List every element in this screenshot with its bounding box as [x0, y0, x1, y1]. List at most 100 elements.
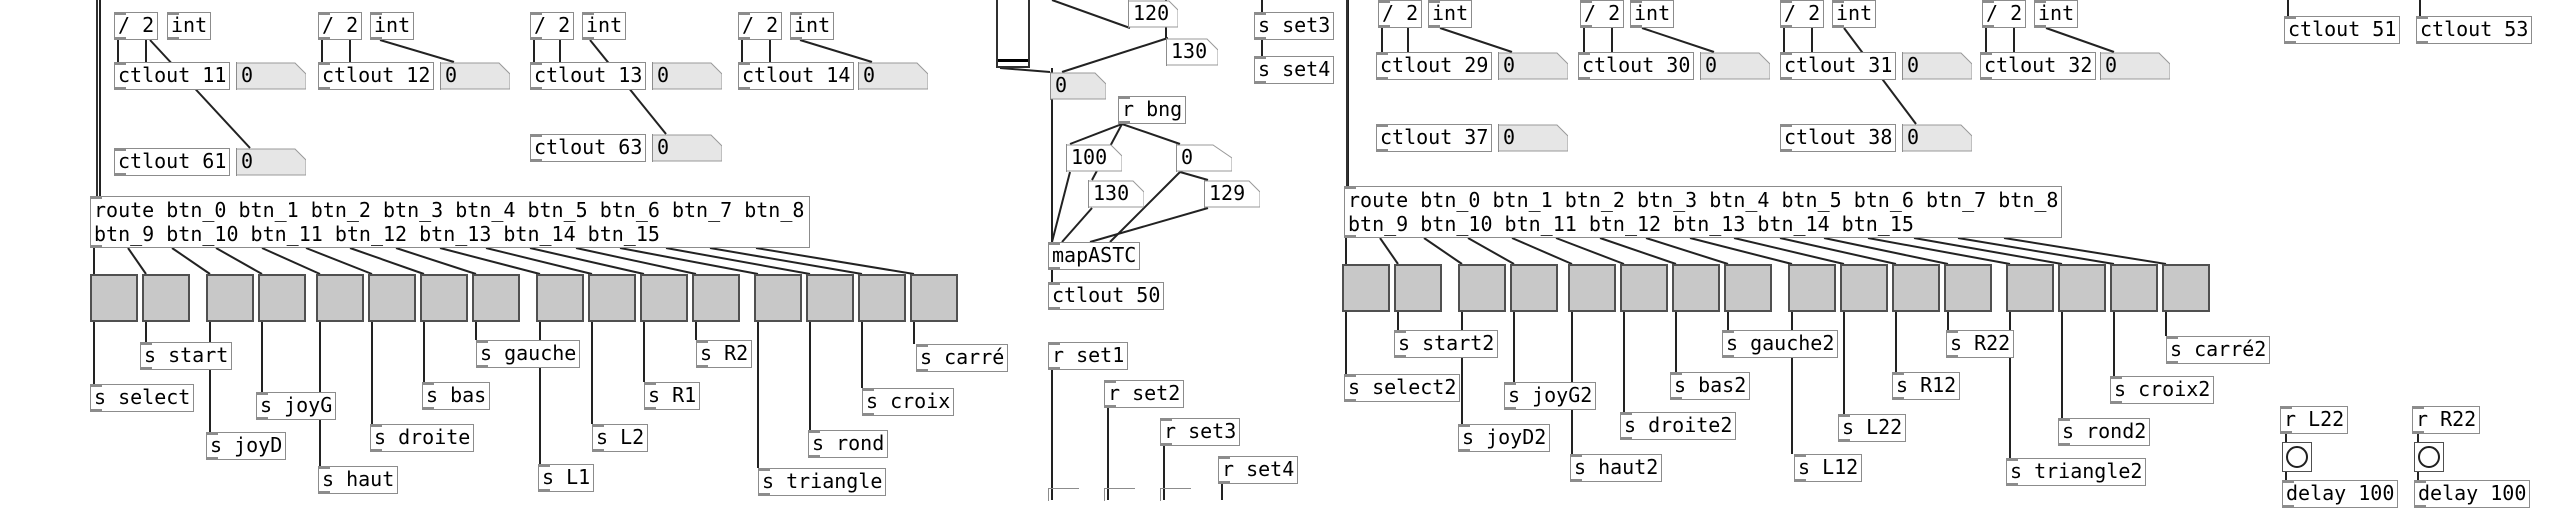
number-atom[interactable]: 0	[1050, 72, 1106, 100]
bang-button[interactable]	[316, 274, 364, 322]
bang-button[interactable]	[2058, 264, 2106, 312]
int-object[interactable]: int	[1428, 0, 1473, 28]
bang-button[interactable]	[1672, 264, 1720, 312]
number-atom[interactable]: 0	[858, 62, 928, 90]
send-object[interactable]: s R22	[1946, 330, 2015, 358]
receive-object[interactable]: r set4	[1218, 456, 1299, 484]
int-object[interactable]: int	[2034, 0, 2079, 28]
send-object[interactable]: s croix2	[2110, 376, 2215, 404]
delay-object[interactable]: delay 100	[2414, 480, 2531, 508]
number-atom[interactable]: 0	[1498, 124, 1568, 152]
number-atom[interactable]: 130	[1166, 38, 1218, 66]
send-object[interactable]: s R1	[644, 382, 701, 410]
number-atom[interactable]	[1104, 488, 1135, 501]
send-object[interactable]: s L22	[1838, 414, 1907, 442]
ctlout-object[interactable]: ctlout 63	[530, 134, 647, 162]
number-atom[interactable]: 130	[1088, 180, 1144, 208]
send-object[interactable]: s rond	[808, 430, 889, 458]
int-object[interactable]: int	[370, 12, 415, 40]
mapastc-object[interactable]: mapASTC	[1048, 242, 1141, 270]
bang-button[interactable]	[90, 274, 138, 322]
send-object[interactable]: s L2	[592, 424, 649, 452]
send-object[interactable]: s rond2	[2058, 418, 2151, 446]
receive-object[interactable]: r set2	[1104, 380, 1185, 408]
ctlout-object[interactable]: ctlout 50	[1048, 282, 1165, 310]
bang-button[interactable]	[1840, 264, 1888, 312]
int-object[interactable]: int	[167, 12, 212, 40]
send-object[interactable]: s droite2	[1620, 412, 1737, 440]
number-atom[interactable]: 0	[2100, 52, 2170, 80]
bang-button[interactable]	[588, 274, 636, 322]
number-atom[interactable]: 129	[1204, 180, 1260, 208]
right-slider[interactable]	[1346, 0, 1356, 192]
divide-object[interactable]: / 2	[114, 12, 159, 40]
number-atom[interactable]: 120	[1128, 0, 1178, 28]
bang-button[interactable]	[1510, 264, 1558, 312]
bang-button[interactable]	[910, 274, 958, 322]
bang-button[interactable]	[2162, 264, 2210, 312]
bang-button[interactable]	[2110, 264, 2158, 312]
send-object[interactable]: s R2	[696, 340, 753, 368]
bang-button[interactable]	[536, 274, 584, 322]
send-object[interactable]: s bas	[422, 382, 491, 410]
ctlout-object[interactable]: ctlout 53	[2416, 16, 2533, 44]
number-atom[interactable]: 0	[652, 134, 722, 162]
number-atom[interactable]: 0	[236, 148, 306, 176]
send-object[interactable]: s select2	[1344, 374, 1461, 402]
number-atom[interactable]	[1048, 488, 1079, 501]
divide-object[interactable]: / 2	[530, 12, 575, 40]
bang-button[interactable]	[692, 274, 740, 322]
divide-object[interactable]: / 2	[1780, 0, 1825, 28]
divide-object[interactable]: / 2	[1378, 0, 1423, 28]
send-object[interactable]: s joyG2	[1504, 382, 1597, 410]
bang-button[interactable]	[206, 274, 254, 322]
receive-object[interactable]: r set1	[1048, 342, 1129, 370]
send-object[interactable]: s set3	[1254, 12, 1335, 40]
send-object[interactable]: s bas2	[1670, 372, 1751, 400]
divide-object[interactable]: / 2	[738, 12, 783, 40]
send-object[interactable]: s start2	[1394, 330, 1499, 358]
send-object[interactable]: s select	[90, 384, 195, 412]
send-object[interactable]: s triangle	[758, 468, 887, 496]
ctlout-object[interactable]: ctlout 38	[1780, 124, 1897, 152]
send-object[interactable]: s joyD	[206, 432, 287, 460]
left-slider[interactable]	[96, 0, 106, 196]
bang-button[interactable]	[368, 274, 416, 322]
bang-button[interactable]	[420, 274, 468, 322]
receive-object[interactable]: r set3	[1160, 418, 1241, 446]
send-object[interactable]: s joyD2	[1458, 424, 1551, 452]
send-object[interactable]: s carré2	[2166, 336, 2271, 364]
int-object[interactable]: int	[790, 12, 835, 40]
send-object[interactable]: s haut2	[1570, 454, 1663, 482]
int-object[interactable]: int	[1832, 0, 1877, 28]
bang-button[interactable]	[1620, 264, 1668, 312]
bang-button[interactable]	[1892, 264, 1940, 312]
number-atom[interactable]: 0	[1498, 52, 1568, 80]
vertical-slider[interactable]	[996, 0, 1030, 68]
send-object[interactable]: s start	[140, 342, 233, 370]
number-atom[interactable]: 100	[1066, 144, 1122, 172]
ctlout-object[interactable]: ctlout 37	[1376, 124, 1493, 152]
send-object[interactable]: s gauche	[476, 340, 581, 368]
bang-toggle[interactable]	[2282, 442, 2312, 472]
bang-button[interactable]	[2006, 264, 2054, 312]
bang-button[interactable]	[640, 274, 688, 322]
ctlout-object[interactable]: ctlout 14	[738, 62, 855, 90]
number-atom[interactable]: 0	[1176, 144, 1232, 172]
ctlout-object[interactable]: ctlout 51	[2284, 16, 2401, 44]
send-object[interactable]: s R12	[1892, 372, 1961, 400]
send-object[interactable]: s haut	[318, 466, 399, 494]
send-object[interactable]: s joyG	[256, 392, 337, 420]
ctlout-object[interactable]: ctlout 29	[1376, 52, 1493, 80]
send-object[interactable]: s triangle2	[2006, 458, 2147, 486]
send-object[interactable]: s droite	[370, 424, 475, 452]
send-object[interactable]: s carré	[916, 344, 1009, 372]
bang-button[interactable]	[1568, 264, 1616, 312]
ctlout-object[interactable]: ctlout 32	[1980, 52, 2097, 80]
send-object[interactable]: s gauche2	[1722, 330, 1839, 358]
bang-button[interactable]	[754, 274, 802, 322]
number-atom[interactable]: 0	[1700, 52, 1770, 80]
int-object[interactable]: int	[582, 12, 627, 40]
ctlout-object[interactable]: ctlout 11	[114, 62, 231, 90]
send-object[interactable]: s croix	[862, 388, 955, 416]
